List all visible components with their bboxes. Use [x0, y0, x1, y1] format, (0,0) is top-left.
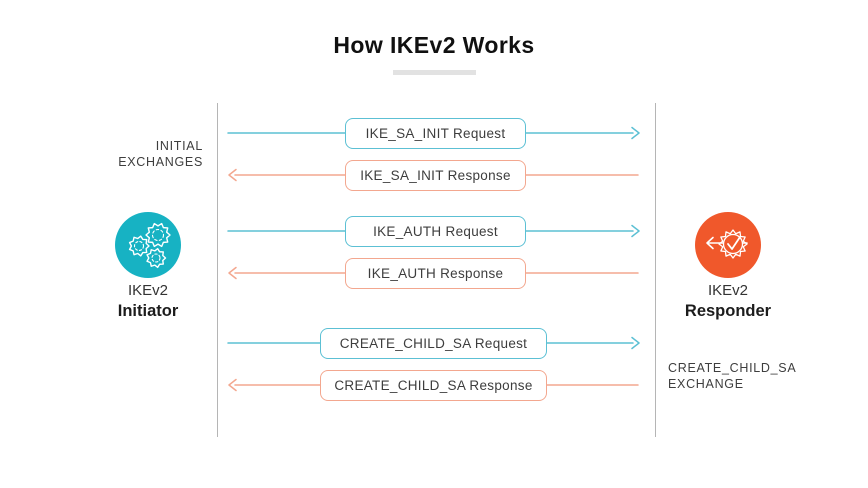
initiator-name: IKEv2: [127, 282, 169, 299]
responder-lifeline: [655, 103, 656, 437]
message-label: IKE_SA_INIT Response: [360, 168, 511, 183]
message-box: IKE_AUTH Request: [345, 216, 526, 247]
message-label: CREATE_CHILD_SA Request: [339, 336, 528, 351]
message-label: IKE_SA_INIT Request: [365, 126, 506, 141]
verified-badge-icon: [706, 229, 748, 259]
responder-name: IKEv2: [707, 282, 749, 299]
title-underline: [393, 70, 476, 75]
message-box: IKE_SA_INIT Request: [345, 118, 526, 149]
page-title: How IKEv2 Works: [333, 32, 535, 58]
initiator-lifeline: [217, 103, 218, 437]
message-label: IKE_AUTH Request: [373, 224, 498, 239]
message-box: CREATE_CHILD_SA Request: [320, 328, 547, 359]
gears-icon: [128, 222, 171, 269]
create-child-sa-exchange-label: CREATE_CHILD_SA EXCHANGE: [668, 361, 797, 391]
message-label: IKE_AUTH Response: [367, 266, 504, 281]
initial-exchanges-label: INITIAL EXCHANGES: [118, 139, 203, 169]
responder-label: IKEv2 Responder: [668, 281, 788, 322]
message-box: CREATE_CHILD_SA Response: [320, 370, 547, 401]
responder-avatar: [695, 212, 761, 278]
initiator-role: Initiator: [117, 302, 179, 320]
responder-role: Responder: [684, 302, 772, 320]
message-box: IKE_AUTH Response: [345, 258, 526, 289]
message-box: IKE_SA_INIT Response: [345, 160, 526, 191]
message-label: CREATE_CHILD_SA Response: [334, 378, 533, 393]
initiator-label: IKEv2 Initiator: [88, 281, 208, 322]
initiator-avatar: [115, 212, 181, 278]
